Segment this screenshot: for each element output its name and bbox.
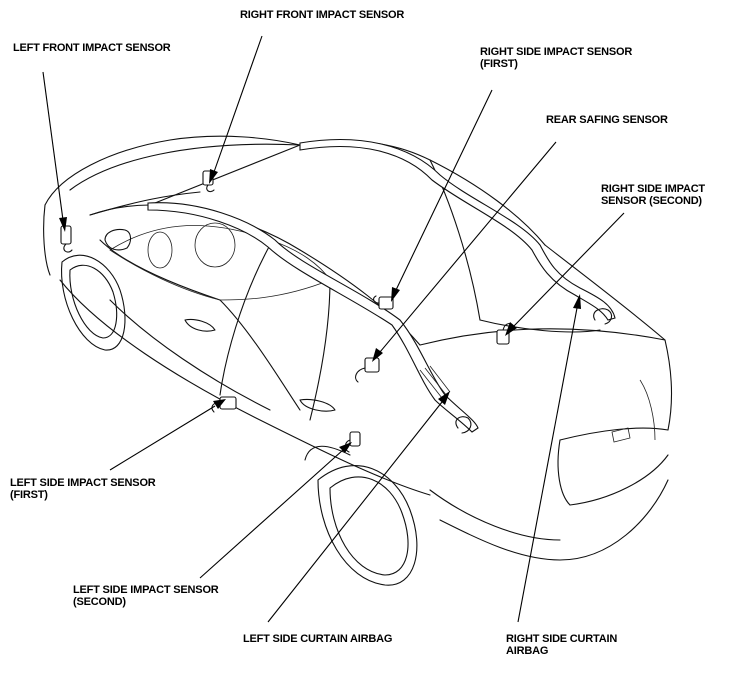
label-right-side-impact-sensor-second: RIGHT SIDE IMPACT SENSOR (SECOND): [601, 183, 705, 207]
rear-safing-sensor-shape: [355, 357, 380, 383]
left-curtain-airbag-shape: [147, 202, 479, 433]
left-front-impact-sensor-shape: [60, 225, 73, 253]
label-left-front-impact-sensor: LEFT FRONT IMPACT SENSOR: [13, 42, 171, 54]
label-left-side-curtain-airbag: LEFT SIDE CURTAIN AIRBAG: [243, 633, 393, 645]
car-body: [43, 135, 673, 586]
label-rear-safing-sensor: REAR SAFING SENSOR: [546, 114, 668, 126]
label-right-side-curtain-airbag: RIGHT SIDE CURTAIN AIRBAG: [506, 633, 618, 657]
left-curtain-connector-shape: [455, 416, 472, 434]
label-right-side-impact-sensor-first: RIGHT SIDE IMPACT SENSOR (FIRST): [480, 46, 633, 70]
left-side-impact-sensor-second-shape: [344, 431, 361, 453]
right-curtain-airbag-shape: [299, 138, 616, 321]
right-side-impact-sensor-first-shape: [373, 295, 394, 310]
label-left-side-impact-sensor-second: LEFT SIDE IMPACT SENSOR (SECOND): [73, 584, 219, 608]
right-curtain-connector-shape: [593, 308, 613, 325]
label-right-front-impact-sensor: RIGHT FRONT IMPACT SENSOR: [240, 9, 405, 21]
label-left-side-impact-sensor-first: LEFT SIDE IMPACT SENSOR (FIRST): [10, 477, 156, 501]
leader-lines: [42, 35, 625, 623]
